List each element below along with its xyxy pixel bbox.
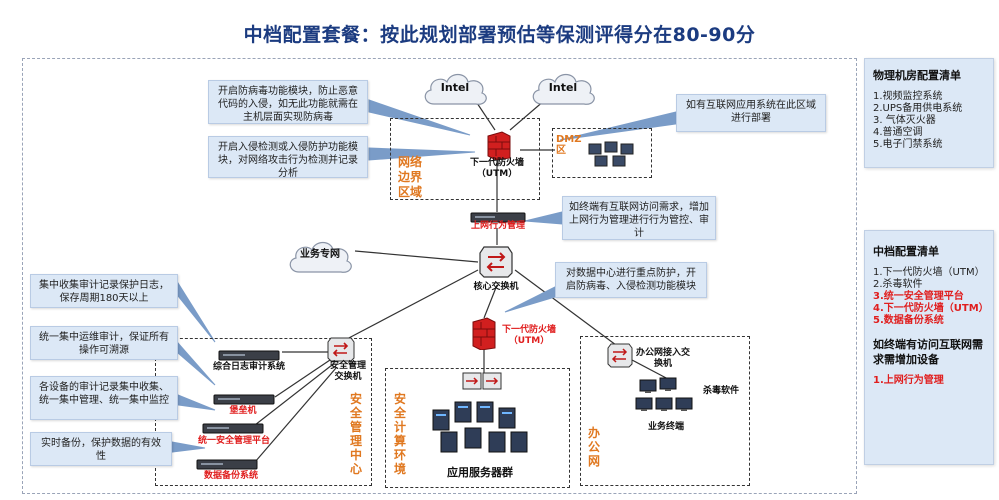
office-network-label: 办公网 <box>587 426 600 468</box>
appliance-icon <box>213 394 275 405</box>
switch-icon <box>327 337 355 362</box>
mgmt-platform-device <box>202 419 264 438</box>
main-frame <box>22 58 857 494</box>
terminals-label: 业务终端 <box>647 422 684 432</box>
mid-extra-item: 1.上网行为管理 <box>873 375 944 386</box>
physical-item: 1.视频监控系统 <box>873 91 943 102</box>
physical-item: 2.UPS备用供电系统 <box>873 103 963 114</box>
sec-mgmt-switch <box>327 336 355 366</box>
note-central-mgmt: 各设备的审计记录集中收集、统一集中管理、统一集中监控 <box>30 376 178 420</box>
cloud-icon <box>532 73 595 105</box>
mid-item: 5.数据备份系统 <box>873 315 944 326</box>
server-cluster-icon <box>588 141 634 167</box>
mid-item: 3.统一安全管理平台 <box>873 291 964 302</box>
mid-item: 2.杀毒软件 <box>873 279 923 290</box>
border-zone-label: 网络边界区域 <box>398 155 423 199</box>
behavior-mgmt-device <box>470 208 526 227</box>
note-dmz-app: 如有互联网应用系统在此区域进行部署 <box>676 94 826 132</box>
mid-panel-extra-list: 1.上网行为管理 <box>873 375 985 387</box>
app-servers-label: 应用服务器群 <box>447 466 513 479</box>
physical-panel-heading: 物理机房配置清单 <box>873 69 961 82</box>
firewall-icon <box>487 131 511 161</box>
behavior-mgmt-label: 上网行为管理 <box>470 221 525 231</box>
note-log-audit: 集中收集审计记录保护日志，保存周期180天以上 <box>30 274 178 308</box>
mid-panel-subheading: 如终端有访问互联网需求需增加设备 <box>873 338 983 366</box>
utm-mid-label: 下一代防火墙（UTM） <box>501 325 556 346</box>
switch-icon <box>607 343 633 368</box>
utm-firewall-top <box>486 130 512 164</box>
office-access-switch <box>607 342 633 372</box>
office-terminals <box>632 376 696 420</box>
note-internet-access: 如终端有互联网访问需求，增加上网行为管理进行行为管控、审计 <box>562 196 716 240</box>
appliance-icon <box>196 459 258 470</box>
note-backup: 实时备份，保护数据的有效性 <box>30 432 172 466</box>
secure-compute-label: 安全计算环境 <box>393 392 406 476</box>
physical-item: 3. 气体灭火器 <box>873 115 936 126</box>
appliance-icon <box>218 350 280 361</box>
business-network-cloud: 业务专网 <box>285 236 355 278</box>
mgmt-platform-label: 统一安全管理平台 <box>197 436 270 446</box>
internet-cloud-left: Intel <box>420 68 490 110</box>
appliance-icon <box>202 423 264 434</box>
backup-label: 数据备份系统 <box>203 471 258 481</box>
cloud-icon <box>289 241 352 273</box>
border-zone-box <box>390 118 540 200</box>
firewall-icon <box>472 317 496 351</box>
mid-config-panel: 中档配置清单 1.下一代防火墙（UTM） 2.杀毒软件 3.统一安全管理平台 4… <box>864 230 994 465</box>
server-cluster-icon <box>432 401 528 453</box>
cloud-label-business: 业务专网 <box>300 249 340 260</box>
mid-panel-heading: 中档配置清单 <box>873 245 939 258</box>
server-access-switch <box>462 372 502 394</box>
utm-firewall-mid <box>471 316 497 354</box>
note-ids: 开启入侵检测或入侵防护功能模块，对网络攻击行为检测并记录分析 <box>208 136 368 179</box>
internet-cloud-right: Intel <box>528 68 598 110</box>
app-server-cluster <box>425 398 535 464</box>
sec-mgmt-switch-label: 安全管理交换机 <box>329 361 366 382</box>
mid-item: 1.下一代防火墙（UTM） <box>873 267 985 278</box>
backup-device <box>196 455 258 474</box>
core-switch <box>478 243 514 283</box>
physical-panel-list: 1.视频监控系统 2.UPS备用供电系统 3. 气体灭火器 4.普通空调 5.电… <box>873 91 985 151</box>
office-network-box <box>580 336 750 486</box>
security-mgmt-label: 安全管理中心 <box>349 392 362 476</box>
cloud-label-left: Intel <box>440 81 470 94</box>
physical-item: 5.电子门禁系统 <box>873 139 943 150</box>
switch-icon <box>479 246 513 278</box>
note-dc-protect: 对数据中心进行重点防护，开启防病毒、入侵检测功能模块 <box>555 262 707 298</box>
physical-room-panel: 物理机房配置清单 1.视频监控系统 2.UPS备用供电系统 3. 气体灭火器 4… <box>864 58 994 168</box>
mid-panel-list: 1.下一代防火墙（UTM） 2.杀毒软件 3.统一安全管理平台 4.下一代防火墙… <box>873 267 989 327</box>
page-title: 中档配置套餐：按此规划部署预估等保测评得分在80-90分 <box>243 24 756 46</box>
office-switch-label: 办公网接入交换机 <box>636 348 691 369</box>
log-audit-label: 综合日志审计系统 <box>212 362 285 372</box>
bastion-device <box>213 390 275 409</box>
cloud-icon <box>424 73 487 105</box>
note-ops-audit: 统一集中运维审计，保证所有操作可溯源 <box>30 326 178 360</box>
bastion-label: 堡垒机 <box>229 406 257 416</box>
computer-icon <box>635 377 693 411</box>
core-switch-label: 核心交换机 <box>473 282 519 292</box>
dmz-zone-box <box>552 128 652 178</box>
mid-item: 4.下一代防火墙（UTM） <box>873 303 989 314</box>
appliance-icon <box>470 212 526 223</box>
cloud-label-right: Intel <box>548 81 578 94</box>
dmz-zone-label: DMZ区 <box>556 134 582 156</box>
log-audit-device <box>218 346 280 365</box>
physical-item: 4.普通空调 <box>873 127 923 138</box>
antivirus-sw-label: 杀毒软件 <box>702 386 739 396</box>
secure-compute-box <box>385 368 570 488</box>
utm-top-label: 下一代防火墙（UTM） <box>469 158 524 179</box>
switch-icon <box>462 372 502 390</box>
note-antivirus: 开启防病毒功能模块，防止恶意代码的入侵，如无此功能就需在主机层面实现防病毒 <box>208 80 368 124</box>
dmz-servers <box>585 140 637 174</box>
